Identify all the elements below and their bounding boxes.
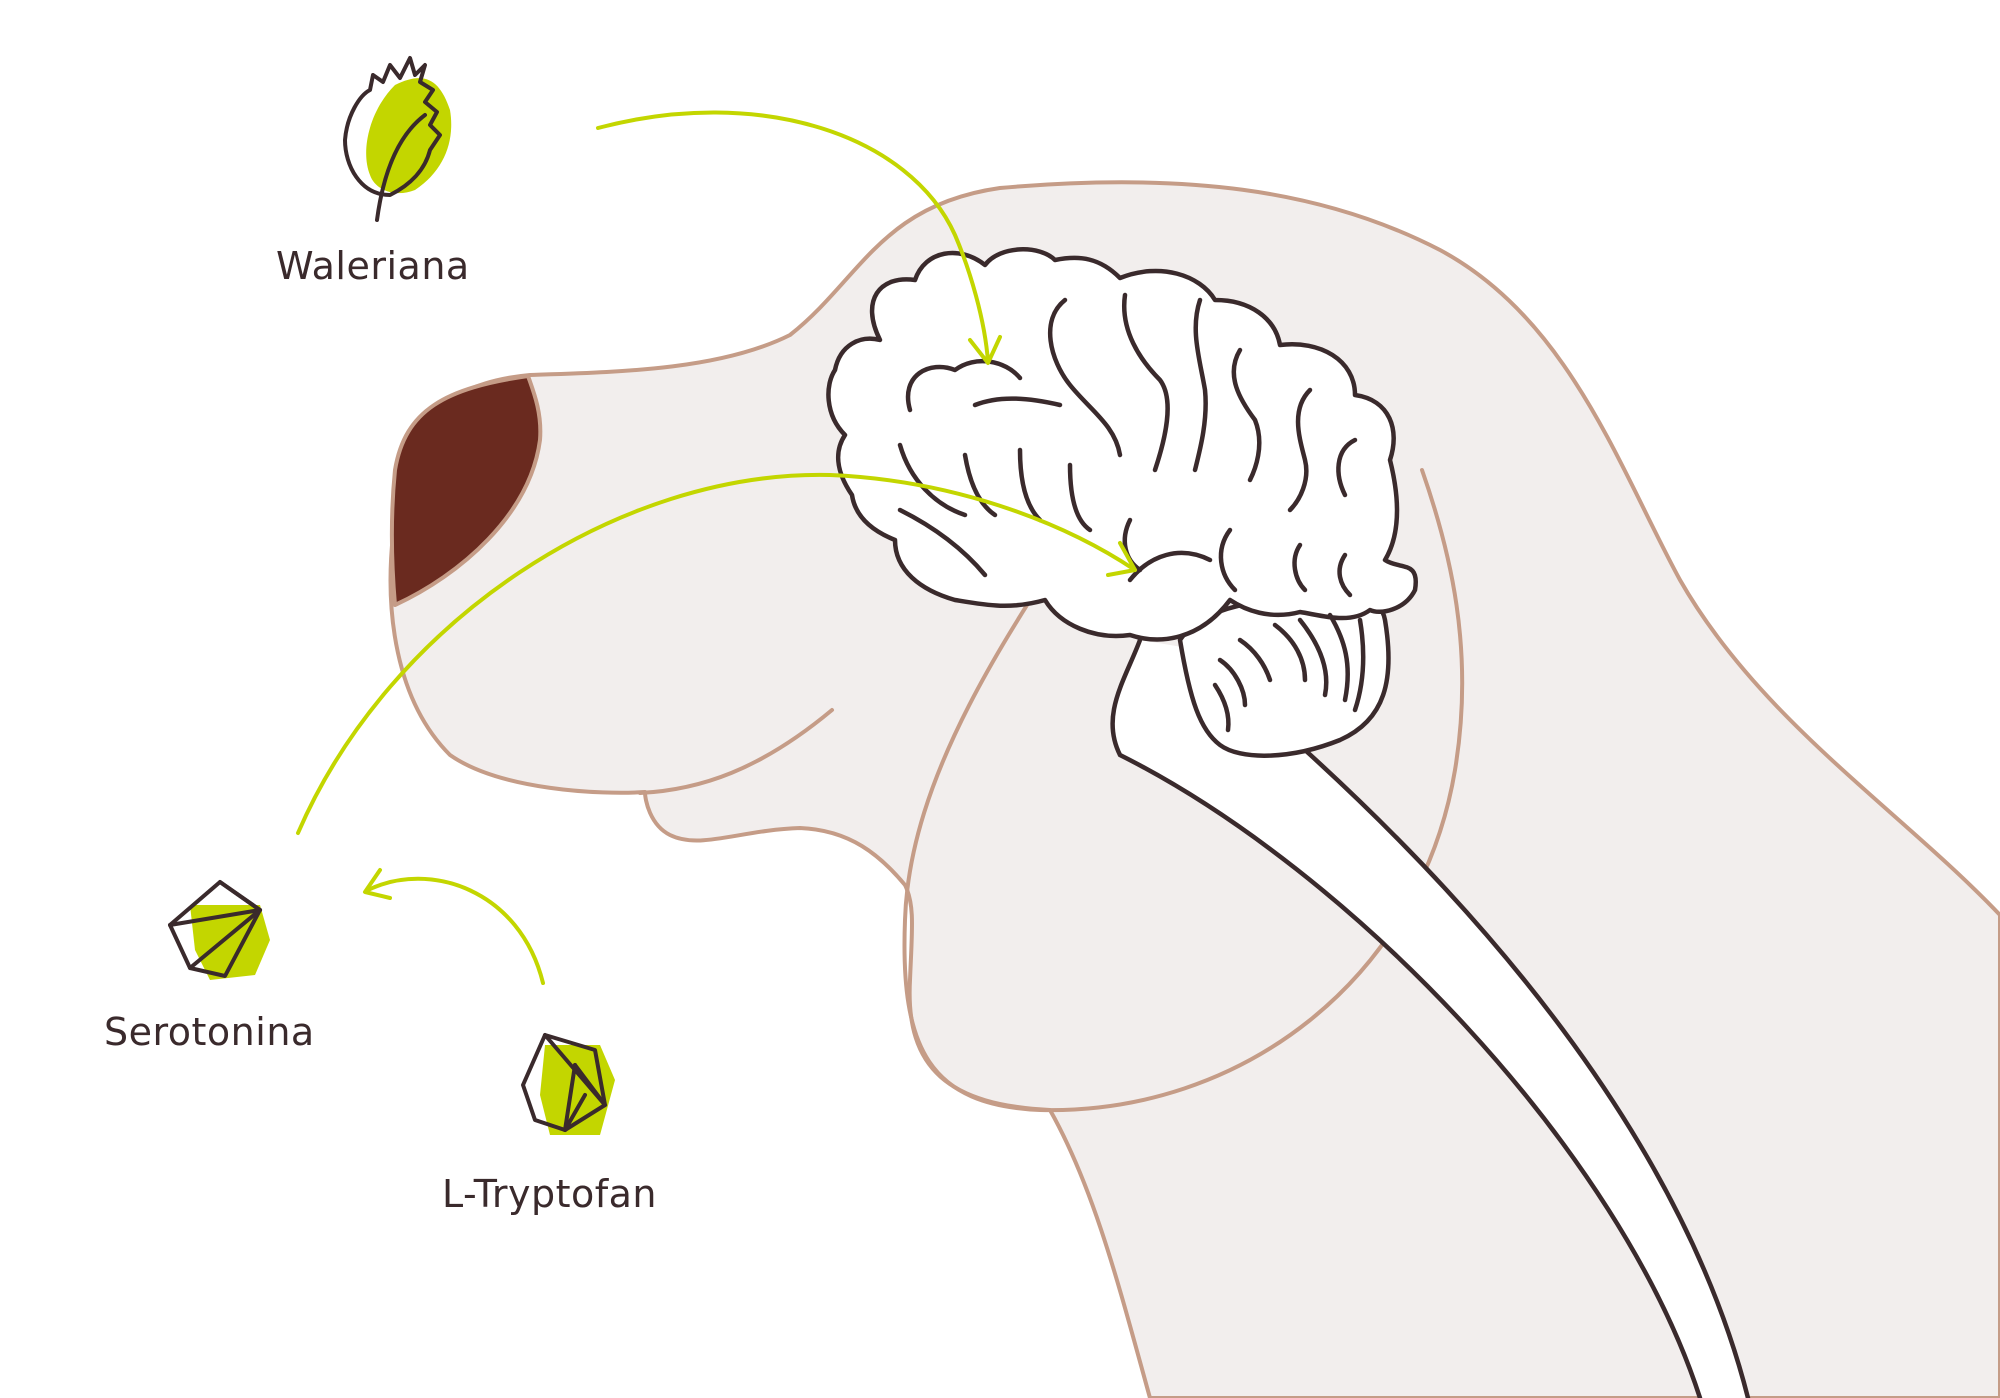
cerebellum-folds — [1212, 612, 1366, 733]
brain-folds — [897, 292, 1358, 598]
dog-ear — [902, 448, 1465, 1113]
dog-illustration — [388, 180, 2000, 1398]
label-tryptofan: L-Tryptofan — [442, 1172, 657, 1216]
arrow-tryptofan-head — [363, 868, 392, 900]
dog-nose — [389, 374, 543, 607]
arrow-serotonina-head — [1106, 541, 1137, 577]
arrow-tryptofan-to-serotonina — [366, 876, 545, 985]
spinal-cord — [1112, 640, 1748, 1398]
arrow-waleriana-to-brain — [596, 110, 990, 364]
arrow-waleriana-head — [968, 335, 1002, 365]
polyhedron-icon — [521, 1033, 615, 1135]
dog-mouth-line — [638, 708, 834, 795]
label-serotonina: Serotonina — [104, 1010, 315, 1054]
spinal-cord-right-edge — [1302, 747, 1751, 1398]
polyhedron-icon — [168, 880, 270, 980]
arrows — [296, 110, 1137, 985]
label-waleriana: Waleriana — [276, 244, 470, 288]
leaf-icon — [343, 56, 452, 222]
spinal-cord-left-edge — [1110, 637, 1703, 1398]
arrow-serotonina-to-brain — [296, 472, 1137, 835]
